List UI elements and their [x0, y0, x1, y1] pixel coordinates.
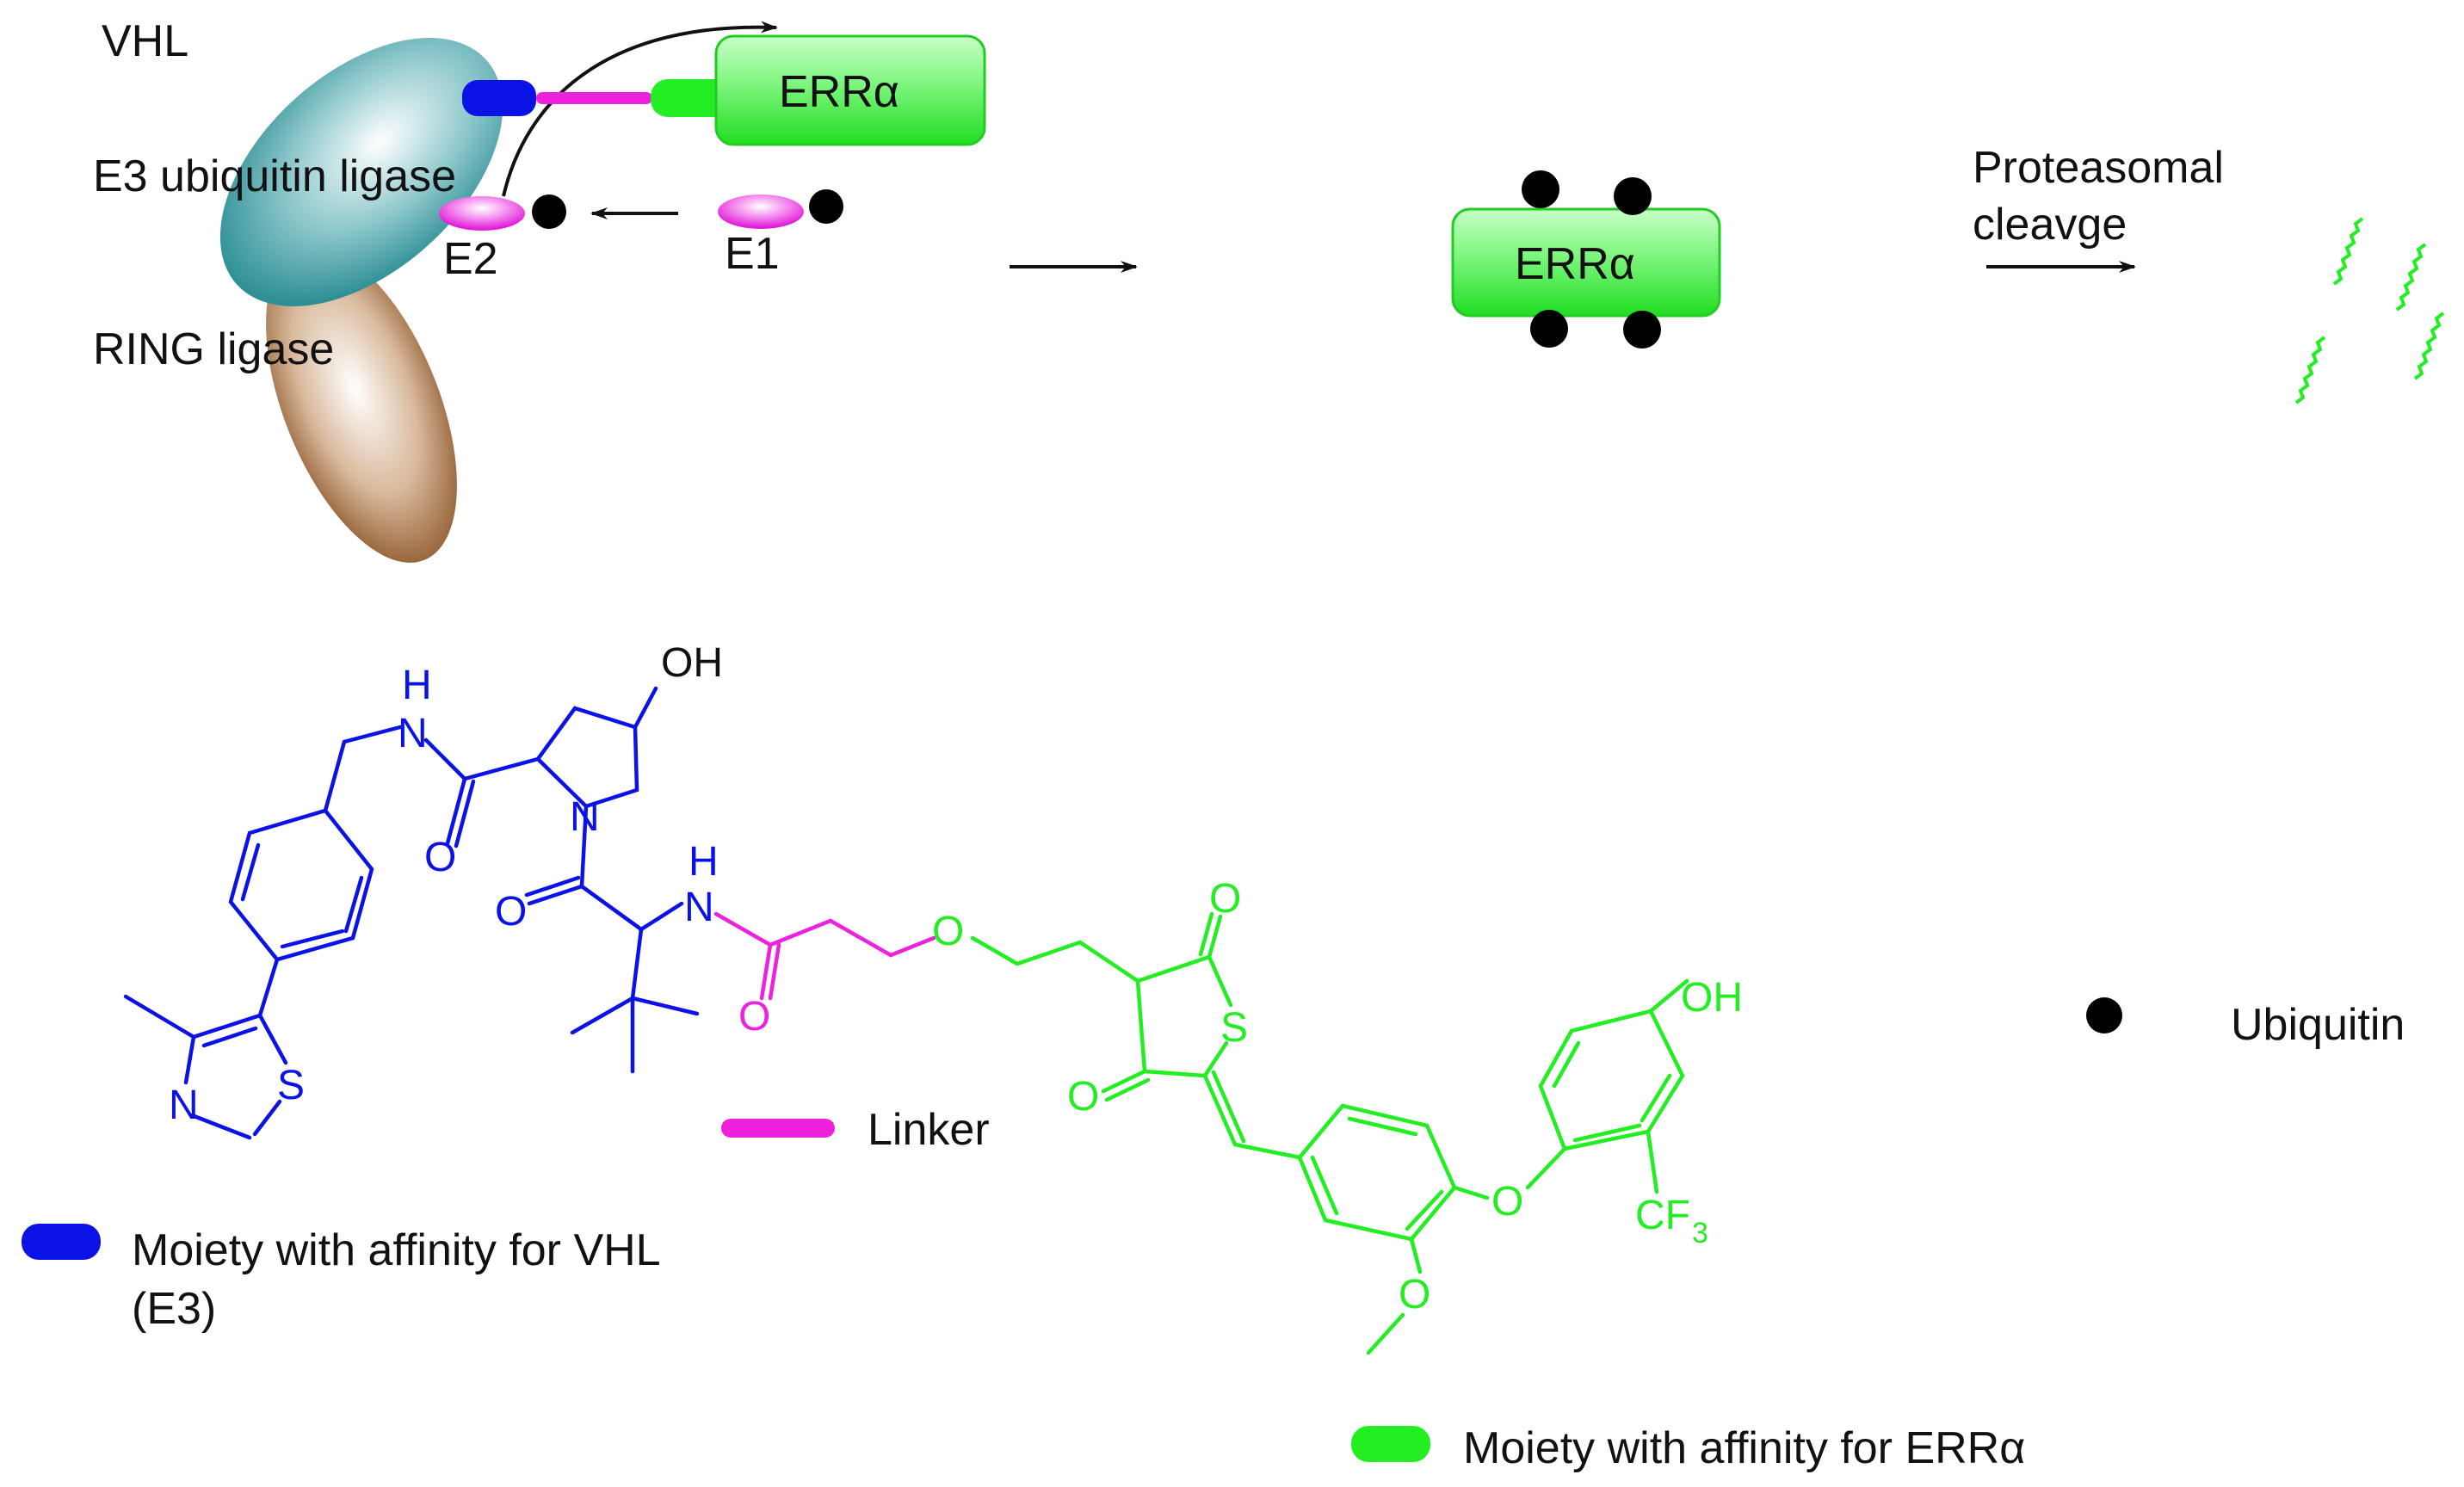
err-alpha-box-label: ERRα — [779, 67, 899, 117]
ring-ligase-label: RING ligase — [93, 324, 334, 374]
ubiquitin-dot — [1530, 310, 1568, 348]
legend-err-swatch — [1351, 1426, 1430, 1462]
atom-h: H — [402, 663, 432, 708]
e2-ellipse — [439, 196, 525, 231]
err-moiety-block — [651, 79, 732, 117]
e3-ligase-label: E3 ubiquitin ligase — [93, 151, 456, 201]
atom-n: N — [398, 711, 428, 756]
legend-ubiquitin-dot — [2086, 997, 2122, 1033]
e1-ellipse — [718, 194, 804, 229]
legend-vhl-label-line2: (E3) — [132, 1284, 216, 1334]
ubiquitinated-err-box — [1451, 207, 1721, 318]
legend-vhl-swatch — [22, 1224, 101, 1260]
peptide-fragment — [2332, 217, 2364, 286]
atom-n: N — [570, 794, 600, 840]
atom-o: O — [1491, 1179, 1523, 1225]
vhl-label: VHL — [102, 16, 188, 66]
e3-ligase-ellipse — [219, 38, 503, 306]
peptide-fragments — [2294, 217, 2445, 404]
peptide-fragment — [2395, 243, 2427, 312]
ubiquitinated-err-label: ERRα — [1515, 239, 1635, 289]
atom-n: N — [684, 885, 714, 930]
vhl-ligand-atoms: H N O N H N O N S — [169, 663, 719, 1128]
atom-o: O — [738, 994, 770, 1040]
err-ligand-bonds — [970, 911, 1689, 1355]
atom-o: O — [1209, 876, 1241, 922]
atom-o: O — [495, 889, 527, 935]
ring-ligase-ellipse — [266, 246, 457, 563]
atom-h: H — [689, 839, 719, 885]
atom-subscript: 3 — [1692, 1217, 1708, 1249]
ubiquitin-on-e1 — [809, 189, 843, 224]
legend-vhl-label-line1: Moiety with affinity for VHL — [132, 1225, 661, 1275]
legend-ubiquitin-label: Ubiquitin — [2231, 1000, 2405, 1050]
atom-oh: OH — [1681, 975, 1743, 1021]
proteasome-label-line1: Proteasomal — [1973, 143, 2224, 193]
atom-oh: OH — [661, 640, 723, 686]
peptide-fragment — [2294, 336, 2326, 404]
ubiquitin-dot — [1614, 177, 1652, 215]
legend-err-label: Moiety with affinity for ERRα — [1463, 1423, 2025, 1473]
ubiquitin-dot — [1623, 311, 1661, 349]
atom-s: S — [1220, 1005, 1248, 1051]
legend-linker-label: Linker — [868, 1105, 990, 1155]
ubiquitin-on-e2 — [532, 194, 566, 229]
ubiquitin-dot — [1522, 170, 1559, 208]
peptide-fragment — [2413, 312, 2445, 380]
e1-label: E1 — [725, 229, 780, 279]
vhl-ligand-bonds — [123, 686, 700, 1140]
atom-o: O — [1399, 1272, 1430, 1317]
atom-o: O — [424, 835, 456, 880]
atom-cf: CF — [1635, 1193, 1690, 1238]
legend-linker-swatch — [721, 1119, 835, 1138]
e2-label: E2 — [443, 234, 498, 284]
linker-bar — [536, 92, 652, 104]
atom-n: N — [169, 1083, 199, 1128]
vhl-moiety-block — [462, 80, 536, 116]
transfer-curved-arrow — [502, 21, 778, 197]
linker-bonds — [713, 911, 936, 1001]
atom-o: O — [1067, 1074, 1099, 1120]
err-alpha-box — [714, 34, 986, 146]
err-ligand-atoms: O O S O OH O O CF 3 — [932, 876, 1743, 1317]
proteasome-label-line2: cleavge — [1973, 200, 2127, 250]
atom-o: O — [932, 909, 964, 954]
atom-s: S — [277, 1063, 305, 1108]
